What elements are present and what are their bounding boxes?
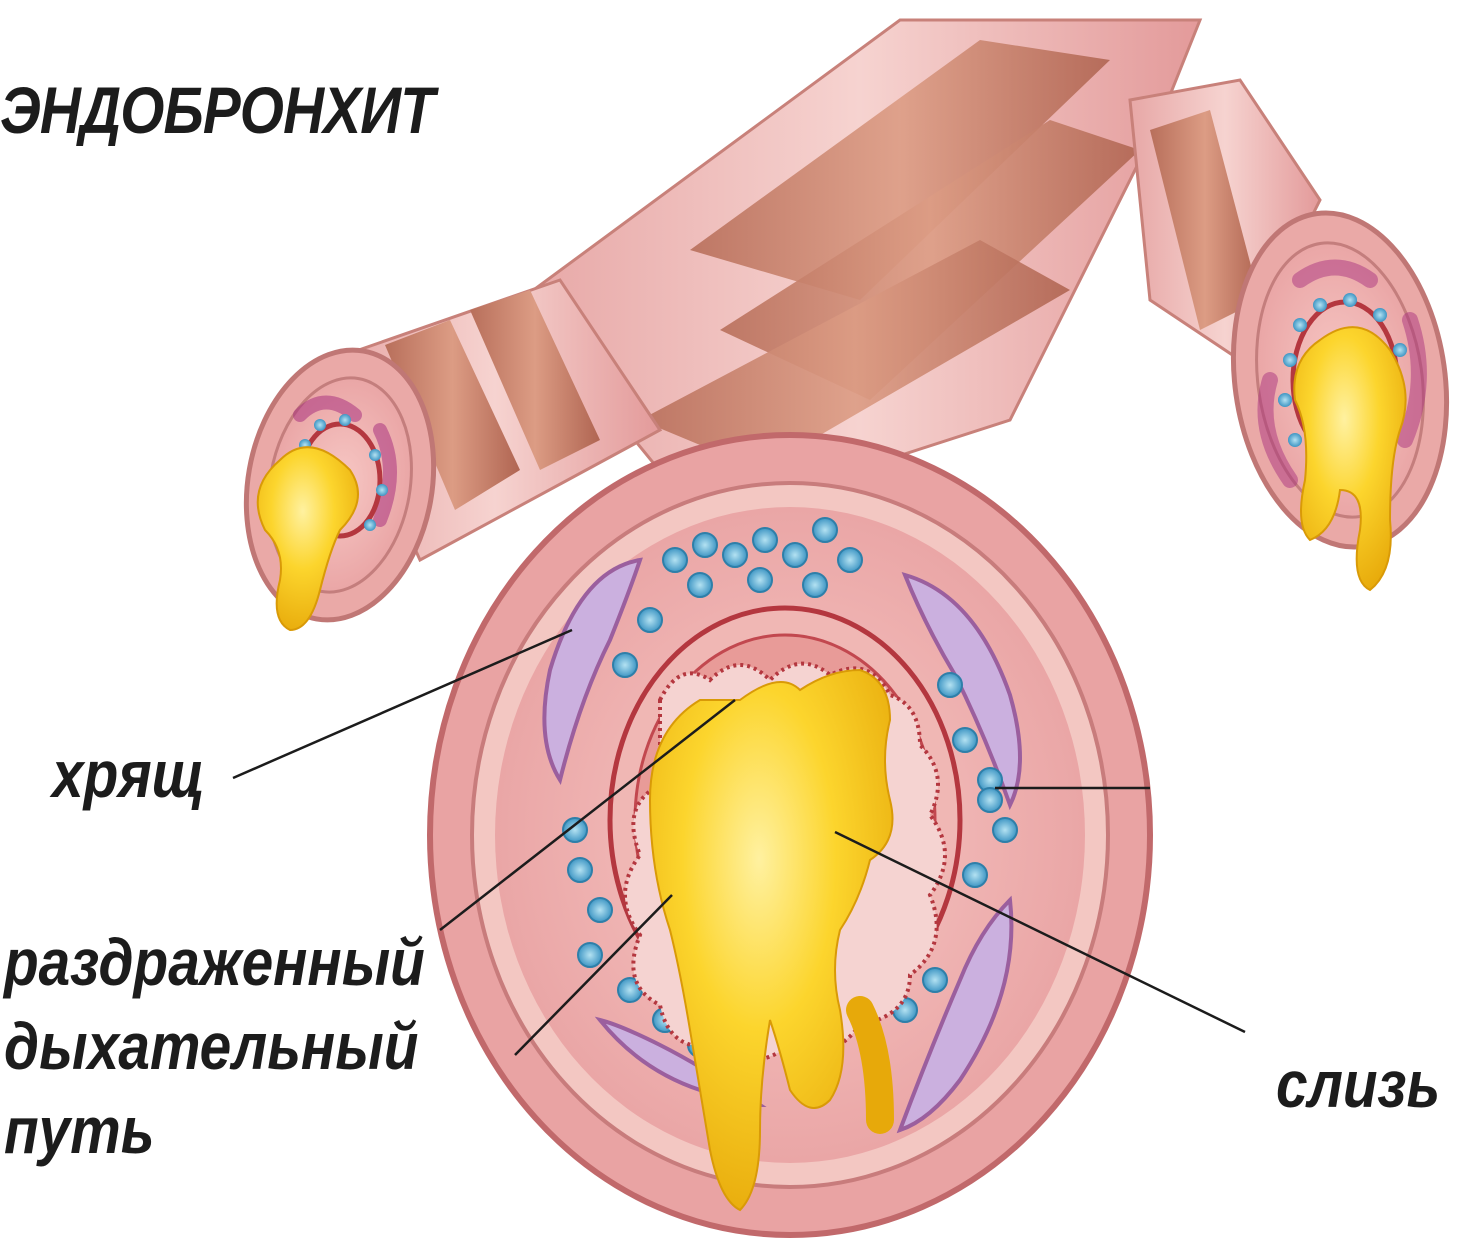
diagram-title: ЭНДОБРОНХИТ — [0, 72, 434, 148]
label-irritated-airway: раздраженный дыхательный путь — [4, 920, 425, 1172]
label-airway-line3: путь — [4, 1088, 425, 1172]
label-airway-line2: дыхательный — [4, 1004, 425, 1088]
main-bronchus-cross-section — [430, 435, 1150, 1235]
right-bronchus — [1130, 80, 1458, 590]
label-airway-line1: раздраженный — [4, 920, 425, 1004]
label-cartilage: хрящ — [52, 736, 205, 812]
label-mucus: слизь — [1276, 1046, 1440, 1122]
